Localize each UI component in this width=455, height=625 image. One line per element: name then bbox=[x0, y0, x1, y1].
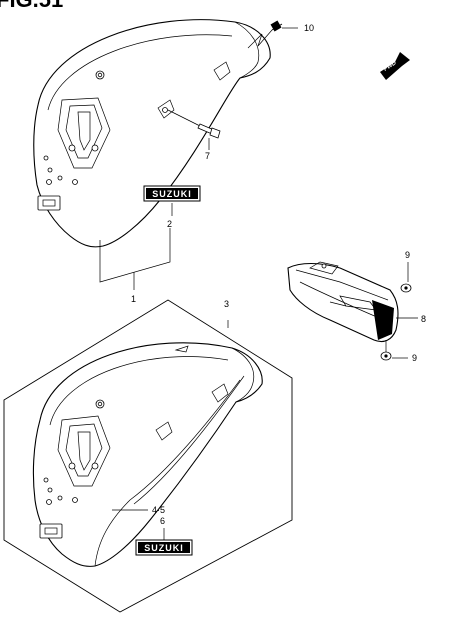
bolt-10-icon bbox=[247, 20, 298, 49]
callout-3: 3 bbox=[224, 299, 229, 309]
callout-10: 10 bbox=[304, 23, 314, 33]
callout-6: 6 bbox=[160, 516, 165, 526]
callout-8: 8 bbox=[421, 314, 426, 324]
screw-9-lower-icon bbox=[380, 340, 408, 361]
rear-fender-upper bbox=[33, 19, 271, 248]
rear-fender-lower bbox=[32, 342, 263, 567]
callout-9-lower: 9 bbox=[412, 353, 417, 363]
fwd-arrow-icon: FWD bbox=[380, 52, 410, 80]
figure-title: FIG.51 bbox=[0, 0, 63, 13]
callout-4-5: 4·5 bbox=[152, 505, 165, 515]
callout-7: 7 bbox=[205, 151, 210, 161]
leader-part-1 bbox=[99, 228, 171, 283]
callout-2: 2 bbox=[167, 219, 172, 229]
suzuki-emblem-lower: SUZUKI bbox=[135, 528, 193, 556]
callout-9-upper: 9 bbox=[405, 250, 410, 260]
suzuki-badge-text: SUZUKI bbox=[152, 189, 192, 199]
rear-guard-bracket-part-8 bbox=[287, 261, 418, 343]
callout-1: 1 bbox=[131, 294, 136, 304]
suzuki-badge-text: SUZUKI bbox=[144, 543, 184, 553]
bolt-7-icon bbox=[167, 109, 221, 150]
assembly-box-part-3 bbox=[3, 299, 293, 613]
suzuki-emblem-upper: SUZUKI bbox=[143, 185, 201, 216]
screw-9-upper-icon bbox=[400, 262, 412, 293]
